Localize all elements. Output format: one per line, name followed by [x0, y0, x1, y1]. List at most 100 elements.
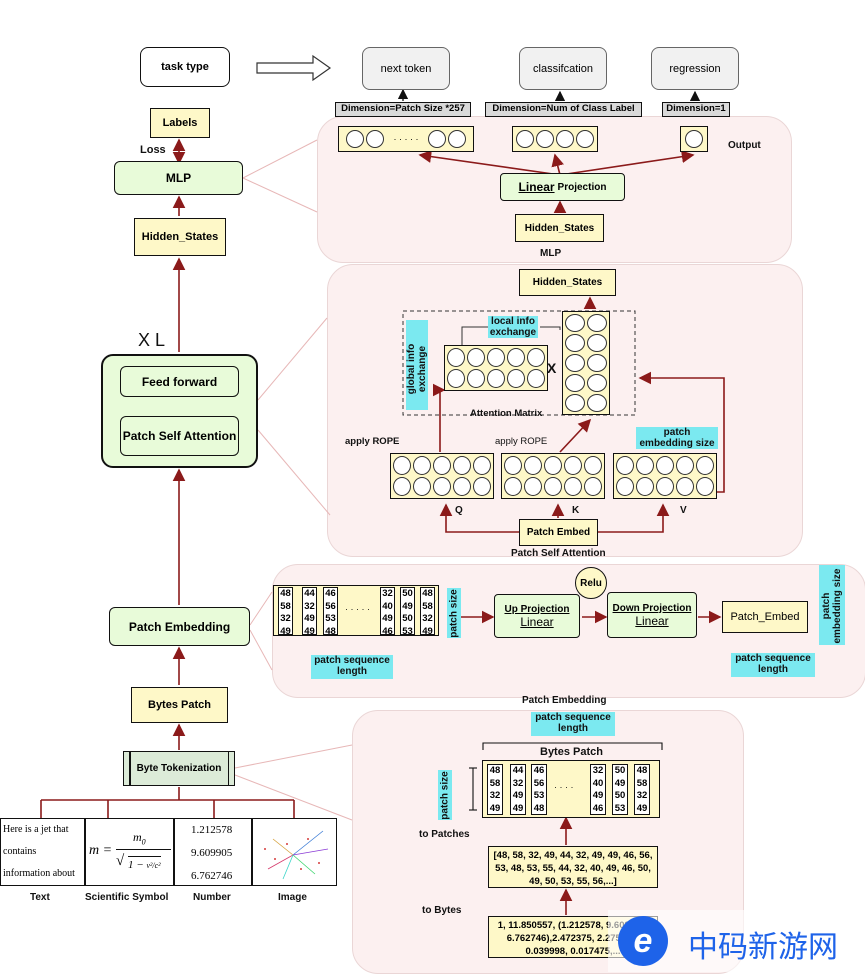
apply-rope-q-label: apply ROPE: [345, 436, 400, 447]
q-matrix: [390, 453, 494, 499]
linear-projection-box: Linear Projection: [500, 173, 625, 201]
patch-self-attention-box: Patch Self Attention: [120, 416, 239, 456]
image-sample-box: [252, 818, 337, 886]
formula-glyph: √: [116, 853, 125, 869]
down-projection-label: Down Projection: [612, 602, 692, 614]
watermark-logo-icon: e: [618, 916, 668, 966]
apply-rope-k-label: apply ROPE: [495, 436, 548, 447]
linear-label: Linear: [518, 180, 555, 194]
k-matrix: [501, 453, 605, 499]
watermark-text: 中码新游网: [688, 930, 838, 965]
output-vector-classification: [512, 126, 598, 152]
number-value: 6.762746: [191, 870, 233, 882]
mlp-box: MLP: [114, 161, 243, 195]
patch-embed-output-box: Patch_Embed: [722, 601, 808, 633]
local-info-label: local info exchange: [488, 316, 538, 338]
attn-patch-embedding-size-label: patch embedding size: [636, 427, 718, 449]
attn-patch-embed-box: Patch Embed: [519, 519, 598, 546]
global-info-label: global info exchange: [406, 320, 428, 410]
attention-matrix-label: Attention Matrix: [470, 408, 543, 419]
embedding-patch-embedding-size-label: patch embedding size: [819, 565, 845, 645]
embedding-ellipsis: · · · · ·: [345, 604, 370, 614]
scientific-symbol-box: m = m0 √ 1 − v²/c²: [85, 818, 174, 886]
watermark: e 中码新游网: [608, 910, 865, 972]
next-token-box: next token: [362, 47, 450, 90]
byte-tokenization-box: Byte Tokenization: [123, 751, 235, 786]
embedding-patch-seq-len-right-label: patch sequence length: [731, 653, 815, 677]
caption-number: Number: [193, 892, 231, 903]
up-linear-label: Linear: [520, 614, 554, 629]
text-sample: Here is a jet that contains information …: [3, 824, 75, 879]
formula-glyph: m =: [89, 843, 113, 858]
layer-repeat-label: X L: [138, 330, 166, 350]
mlp-hidden-states-box: Hidden_States: [515, 214, 604, 242]
ellipsis: · · · · ·: [393, 134, 419, 144]
up-projection-label: Up Projection: [504, 603, 570, 615]
to-patches-label: to Patches: [419, 829, 470, 840]
classification-box: classifcation: [519, 47, 607, 90]
attention-matrix-grid: [444, 345, 548, 391]
output-label: Output: [728, 140, 761, 151]
labels-box: Labels: [150, 108, 210, 138]
number-value: 9.609905: [191, 847, 233, 859]
bytes-ellipsis: · · · ·: [554, 782, 574, 792]
text-sample-box: Here is a jet that contains information …: [0, 818, 85, 886]
byte-tokenization-label: Byte Tokenization: [136, 763, 222, 774]
dim-classification: Dimension=Num of Class Label: [485, 102, 642, 117]
hidden-states-box: Hidden_States: [134, 218, 226, 256]
bytes-patch-seq-len-label: patch sequence length: [531, 712, 615, 736]
to-bytes-label: to Bytes: [422, 905, 462, 916]
embedding-patch-seq-len-label: patch sequence length: [311, 655, 393, 679]
down-projection-box: Down Projection Linear: [607, 592, 697, 638]
task-type-box: task type: [140, 47, 230, 87]
output-vector-regression: [680, 126, 708, 152]
caption-scientific-symbol: Scientific Symbol: [85, 892, 169, 903]
formula-glyph: [116, 849, 171, 850]
projection-label: Projection: [557, 181, 607, 193]
number-sample-box: 1.212578 9.609905 6.762746: [174, 818, 252, 886]
attention-panel-title: Patch Self Attention: [511, 548, 606, 559]
up-projection-box: Up Projection Linear: [494, 594, 580, 638]
bytes-patch-box: Bytes Patch: [131, 687, 228, 723]
formula-glyph: 1 − v²/c²: [128, 856, 161, 871]
caption-text: Text: [30, 892, 50, 903]
value-matrix-grid: [562, 311, 610, 415]
feed-forward-box: Feed forward: [120, 366, 239, 397]
regression-box: regression: [651, 47, 739, 90]
q-label: Q: [455, 505, 463, 516]
embedding-panel-title: Patch Embedding: [522, 695, 607, 706]
v-label: V: [680, 505, 687, 516]
v-matrix: [613, 453, 717, 499]
multiply-mark: X: [547, 360, 557, 376]
output-vector-next-token: · · · · ·: [338, 126, 474, 152]
formula-glyph: m0: [133, 830, 146, 847]
bytes-patch-label: Bytes Patch: [540, 746, 603, 758]
byte-list-box: [48, 58, 32, 49, 44, 32, 49, 49, 46, 56,…: [488, 846, 658, 888]
relu-circle: Relu: [575, 567, 607, 599]
number-value: 1.212578: [191, 824, 233, 836]
dim-next-token: Dimension=Patch Size *257: [335, 102, 471, 117]
caption-image: Image: [278, 892, 307, 903]
attn-hidden-states-box: Hidden_States: [519, 269, 616, 296]
patch-embedding-box: Patch Embedding: [109, 607, 250, 646]
k-label: K: [572, 505, 580, 516]
particle-image: [264, 830, 329, 880]
bytes-patch-size-label: patch size: [438, 770, 452, 820]
loss-label: Loss: [140, 144, 166, 156]
mlp-panel-title: MLP: [540, 248, 562, 259]
dim-regression: Dimension=1: [662, 102, 730, 117]
embedding-patch-size-label: patch size: [447, 588, 461, 638]
